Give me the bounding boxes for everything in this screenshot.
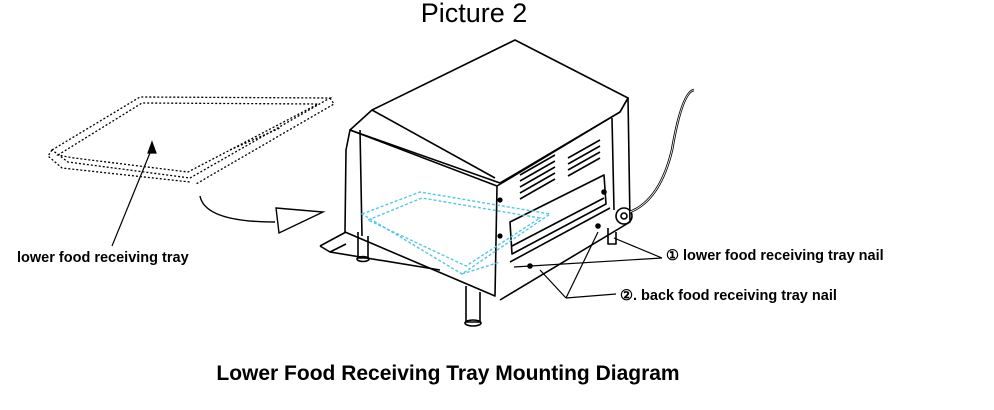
label-back-tray-nail: ②. back food receiving tray nail [620,288,837,304]
loose-tray-drawing [47,96,335,185]
tray-leader [111,140,157,247]
label-lower-food-receiving-tray: lower food receiving tray [17,250,189,266]
label-lower-tray-nail: ① lower food receiving tray nail [666,248,884,264]
nail-leaders [513,231,663,299]
curved-arrow [199,195,326,235]
mounted-tray-highlight [360,191,552,275]
diagram-caption: Lower Food Receiving Tray Mounting Diagr… [216,362,680,385]
toaster-body [319,39,695,327]
picture-title: Picture 2 [420,0,528,28]
